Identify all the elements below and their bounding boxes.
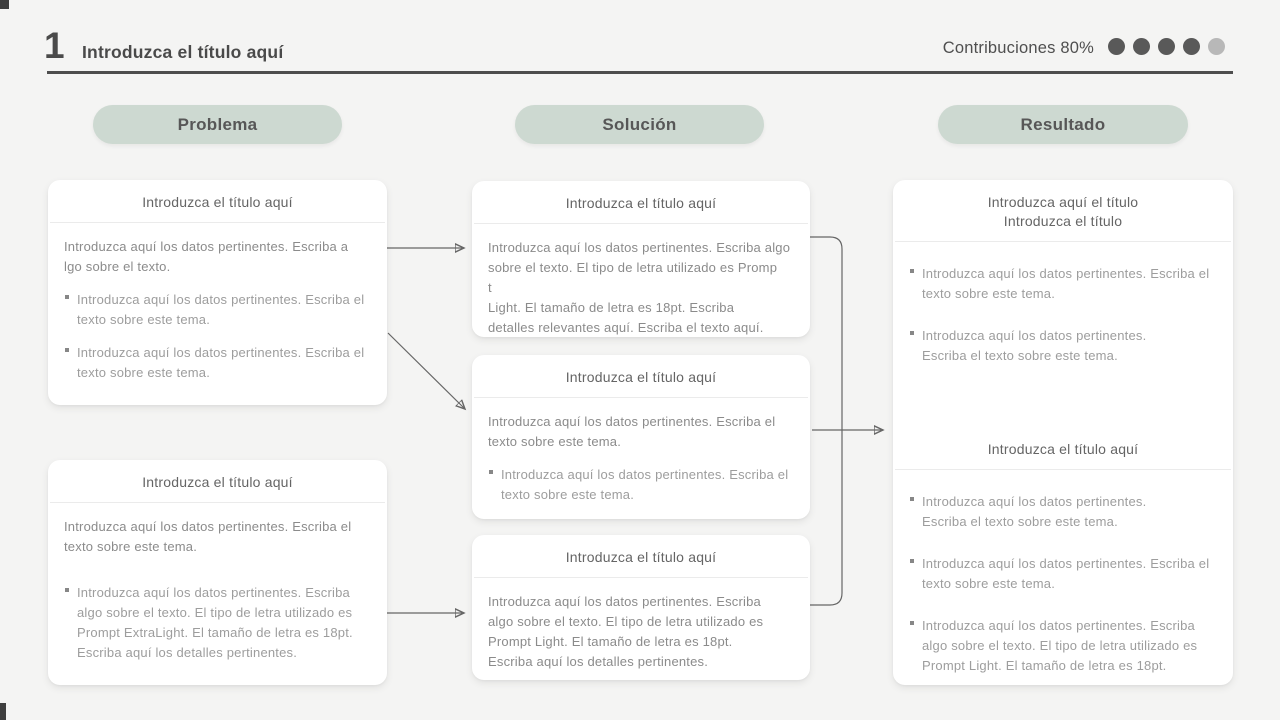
bullet-marker <box>65 348 69 352</box>
progress-dot <box>1183 38 1200 55</box>
bullet-marker <box>910 621 914 625</box>
divider <box>895 469 1231 470</box>
bullet-text: Introduzca aquí los datos pertinentes. E… <box>922 494 1147 529</box>
bullet-text: Introduzca aquí los datos pertinentes. E… <box>922 618 1198 673</box>
card-title: Introduzca el título aquí <box>987 441 1139 457</box>
bullet-item: Introduzca aquí los datos pertinentes. E… <box>909 492 1217 532</box>
bullet-marker <box>910 331 914 335</box>
divider <box>474 397 808 398</box>
card-title: Introduzca el título aquí <box>142 194 293 210</box>
bullet-marker <box>489 470 493 474</box>
divider <box>895 241 1231 242</box>
progress-dot <box>1133 38 1150 55</box>
bullet-marker <box>910 497 914 501</box>
card-title: Introduzca el título aquí <box>142 474 293 490</box>
divider <box>474 577 808 578</box>
bullet-item: Introduzca aquí los datos pertinentes. E… <box>909 616 1217 676</box>
card-title: Introduzca el título aquí <box>565 549 717 565</box>
card-resultado: Introduzca aquí el título Introduzca el … <box>893 180 1233 685</box>
progress-dot <box>1108 38 1125 55</box>
progress-dot <box>1158 38 1175 55</box>
slide-number: 1 <box>44 25 65 66</box>
connector-left1-to-mid2 <box>387 332 465 409</box>
bullet-text: Introduzca aquí los datos pertinentes. E… <box>922 556 1210 591</box>
bullet-item: Introduzca aquí los datos pertinentes. E… <box>64 583 371 663</box>
result-section-1: Introduzca aquí el título Introduzca el … <box>893 180 1233 366</box>
result-section-2: Introduzca el título aquí Introduzca aqu… <box>893 430 1233 676</box>
bullet-marker <box>910 559 914 563</box>
card-body-text: Introduzca aquí los datos pertinentes. E… <box>488 594 764 669</box>
bullet-text: Introduzca aquí los datos pertinentes. E… <box>922 266 1210 301</box>
card-title: Introduzca el título aquí <box>565 195 717 211</box>
header-divider <box>47 71 1233 74</box>
progress-dots <box>1108 38 1225 55</box>
bullet-text: Introduzca aquí los datos pertinentes. E… <box>77 292 365 327</box>
page-title: Introduzca el título aquí <box>82 42 284 62</box>
column-header-resultado: Resultado <box>938 105 1188 144</box>
bullet-marker <box>65 295 69 299</box>
bullet-item: Introduzca aquí los datos pertinentes. E… <box>909 264 1217 304</box>
card-problema-top: Introduzca el título aquí Introduzca aqu… <box>48 180 387 405</box>
corner-accent-bottom <box>0 703 6 720</box>
bullet-text: Introduzca aquí los datos pertinentes. E… <box>77 585 353 660</box>
bullet-text: Introduzca aquí los datos pertinentes. E… <box>922 328 1147 363</box>
divider <box>50 502 385 503</box>
divider <box>474 223 808 224</box>
card-title: Introduzca aquí el título Introduzca el … <box>987 194 1139 229</box>
connector-bracket-mid <box>810 236 843 606</box>
bullet-marker <box>65 588 69 592</box>
progress-dot <box>1208 38 1225 55</box>
card-body-text: Introduzca aquí los datos pertinentes. E… <box>488 240 791 335</box>
bullet-text: Introduzca aquí los datos pertinentes. E… <box>77 345 365 380</box>
card-body-text: Introduzca aquí los datos pertinentes. E… <box>488 414 776 449</box>
corner-accent-top <box>0 0 9 9</box>
card-solucion-top: Introduzca el título aquí Introduzca aqu… <box>472 181 810 337</box>
card-solucion-bottom: Introduzca el título aquí Introduzca aqu… <box>472 535 810 680</box>
card-body-text: Introduzca aquí los datos pertinentes. E… <box>64 519 352 554</box>
column-header-solucion: Solución <box>515 105 764 144</box>
bullet-item: Introduzca aquí los datos pertinentes. E… <box>64 290 371 330</box>
bullet-item: Introduzca aquí los datos pertinentes. E… <box>909 554 1217 594</box>
bullet-item: Introduzca aquí los datos pertinentes. E… <box>488 465 794 505</box>
bullet-marker <box>910 269 914 273</box>
divider <box>50 222 385 223</box>
bullet-text: Introduzca aquí los datos pertinentes. E… <box>501 467 789 502</box>
card-body-text: Introduzca aquí los datos pertinentes. E… <box>64 239 349 274</box>
bullet-item: Introduzca aquí los datos pertinentes. E… <box>64 343 371 383</box>
column-header-problema: Problema <box>93 105 342 144</box>
card-title: Introduzca el título aquí <box>565 369 717 385</box>
card-solucion-middle: Introduzca el título aquí Introduzca aqu… <box>472 355 810 519</box>
bullet-item: Introduzca aquí los datos pertinentes. E… <box>909 326 1217 366</box>
contributions-label: Contribuciones 80% <box>942 39 1094 57</box>
card-problema-bottom: Introduzca el título aquí Introduzca aqu… <box>48 460 387 685</box>
